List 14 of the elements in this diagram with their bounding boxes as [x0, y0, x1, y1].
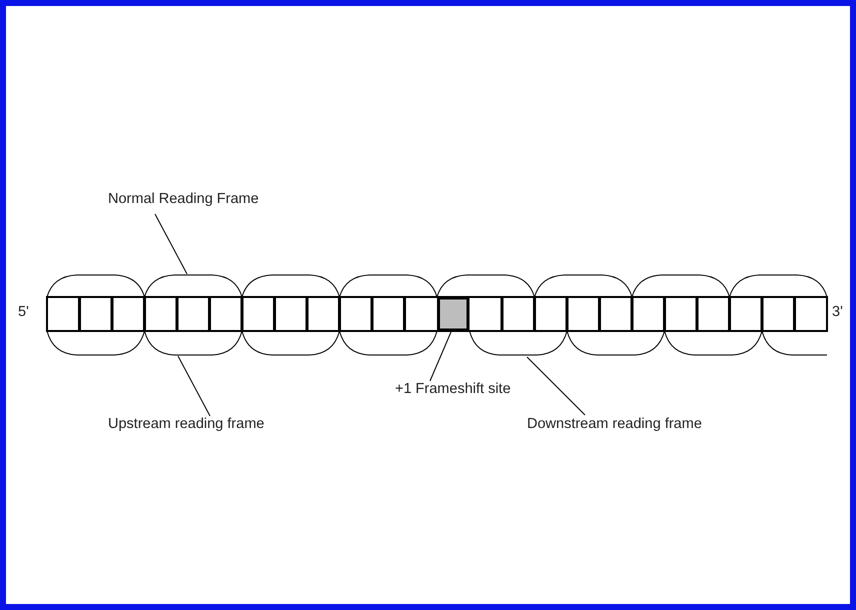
callout-label: +1 Frameshift site: [395, 382, 511, 398]
strand-end-label: 5': [18, 305, 29, 321]
leader-line: [154, 214, 188, 274]
leader-line: [430, 332, 452, 382]
frameshift-cell: [437, 296, 470, 332]
callout-label: Normal Reading Frame: [108, 192, 259, 208]
leader-line: [526, 356, 586, 416]
reading-frame-arc: [144, 274, 242, 298]
leader-line: [178, 356, 210, 416]
callout-label: Downstream reading frame: [527, 417, 702, 433]
strand-end-label: 3': [832, 305, 843, 321]
reading-frame-arc: [469, 330, 568, 356]
callout-label: Upstream reading frame: [108, 417, 264, 433]
reading-frame-arc: [144, 330, 242, 356]
